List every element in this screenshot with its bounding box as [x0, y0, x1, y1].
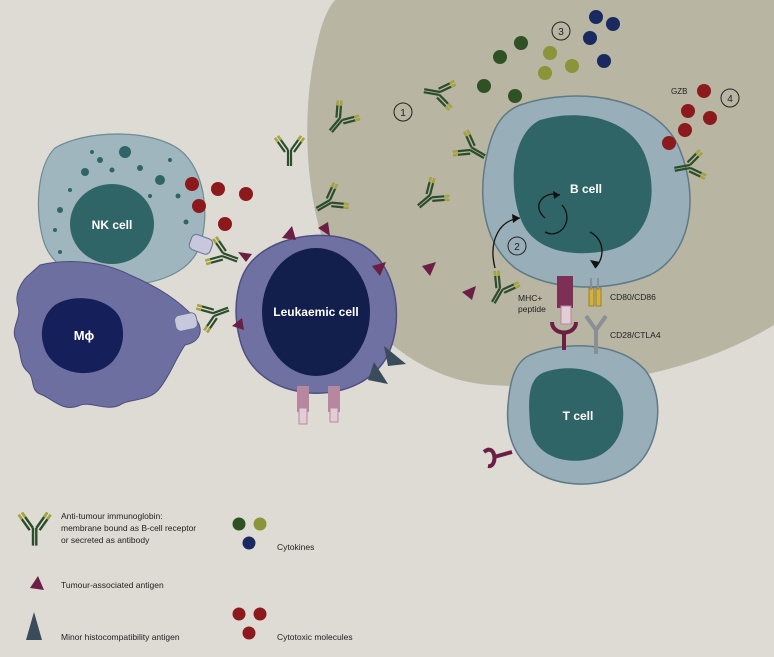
b-cell: B cell	[482, 95, 691, 288]
legend-cytokine-green-light	[253, 517, 267, 531]
legend-cytokine-blue	[242, 536, 256, 550]
leukaemic-cell: Leukaemic cell	[232, 222, 406, 425]
legend-cytotoxic-1	[232, 607, 246, 621]
t-cell-nucleus	[529, 368, 624, 461]
cd80-cd86	[588, 278, 602, 307]
legend-tumour-antigen: Tumour-associated antigen	[61, 580, 164, 590]
t-cell-receptor	[550, 321, 578, 335]
legend: Anti-tumour immunoglobin: membrane bound…	[17, 511, 353, 642]
macrophage-label: Mϕ	[74, 328, 95, 343]
legend-cytokine-green-dark	[232, 517, 246, 531]
cd28-ctla4-receptor	[584, 314, 608, 354]
cd80-cd86-label: CD80/CD86	[610, 292, 656, 302]
legend-immunoglobulin-3: or secreted as antibody	[61, 535, 150, 545]
legend-cytotoxic: Cytotoxic molecules	[277, 632, 353, 642]
b-cell-nucleus	[513, 115, 652, 254]
step-markers	[393, 21, 740, 256]
bound-tumour-antigen	[462, 286, 476, 300]
step-4: 4	[727, 94, 733, 105]
t-cell-side-receptor	[482, 447, 497, 468]
macrophage-nucleus	[41, 298, 124, 374]
leukaemic-receptors	[297, 386, 340, 425]
leukaemic-cell-label: Leukaemic cell	[273, 305, 358, 319]
cd28-ctla4-label: CD28/CTLA4	[610, 330, 661, 340]
nk-granules	[53, 146, 189, 254]
minor-antigen-2	[368, 362, 388, 384]
legend-immunoglobulin-1: Anti-tumour immunoglobin:	[61, 511, 163, 521]
tumour-antigens-on-leukaemic	[232, 222, 386, 330]
legend-tumour-antigen-icon	[30, 576, 44, 590]
macrophage: Mϕ	[13, 261, 201, 408]
legend-immunoglobulin-2: membrane bound as B-cell receptor	[61, 523, 196, 533]
mhc-label-1: MHC+	[518, 293, 542, 303]
leukaemic-cell-nucleus	[262, 248, 370, 376]
mhc-peptide	[557, 276, 573, 325]
nk-cell-label: NK cell	[92, 218, 133, 232]
t-cell-label: T cell	[563, 409, 594, 423]
cytokines	[477, 10, 620, 103]
nk-cell-nucleus	[70, 184, 154, 264]
legend-cytotoxic-3	[242, 626, 256, 640]
t-cell: T cell	[482, 314, 659, 485]
step-3: 3	[558, 27, 564, 38]
legend-minor-antigen-icon	[26, 612, 42, 640]
b-cell-label: B cell	[570, 182, 602, 196]
step-1: 1	[400, 108, 406, 119]
cytotoxic-molecules	[185, 84, 717, 231]
legend-cytokines: Cytokines	[277, 542, 314, 552]
nk-cell: NK cell	[37, 133, 214, 286]
free-tumour-antigen	[422, 262, 436, 276]
legend-antibody-icon	[17, 511, 52, 547]
legend-minor-antigen: Minor histocompatibility antigen	[61, 632, 180, 642]
legend-cytotoxic-2	[253, 607, 267, 621]
step-2: 2	[514, 242, 520, 253]
mhc-label-2: peptide	[518, 304, 546, 314]
gzb-label: GZB	[671, 87, 687, 96]
minor-antigen-1	[384, 346, 406, 366]
